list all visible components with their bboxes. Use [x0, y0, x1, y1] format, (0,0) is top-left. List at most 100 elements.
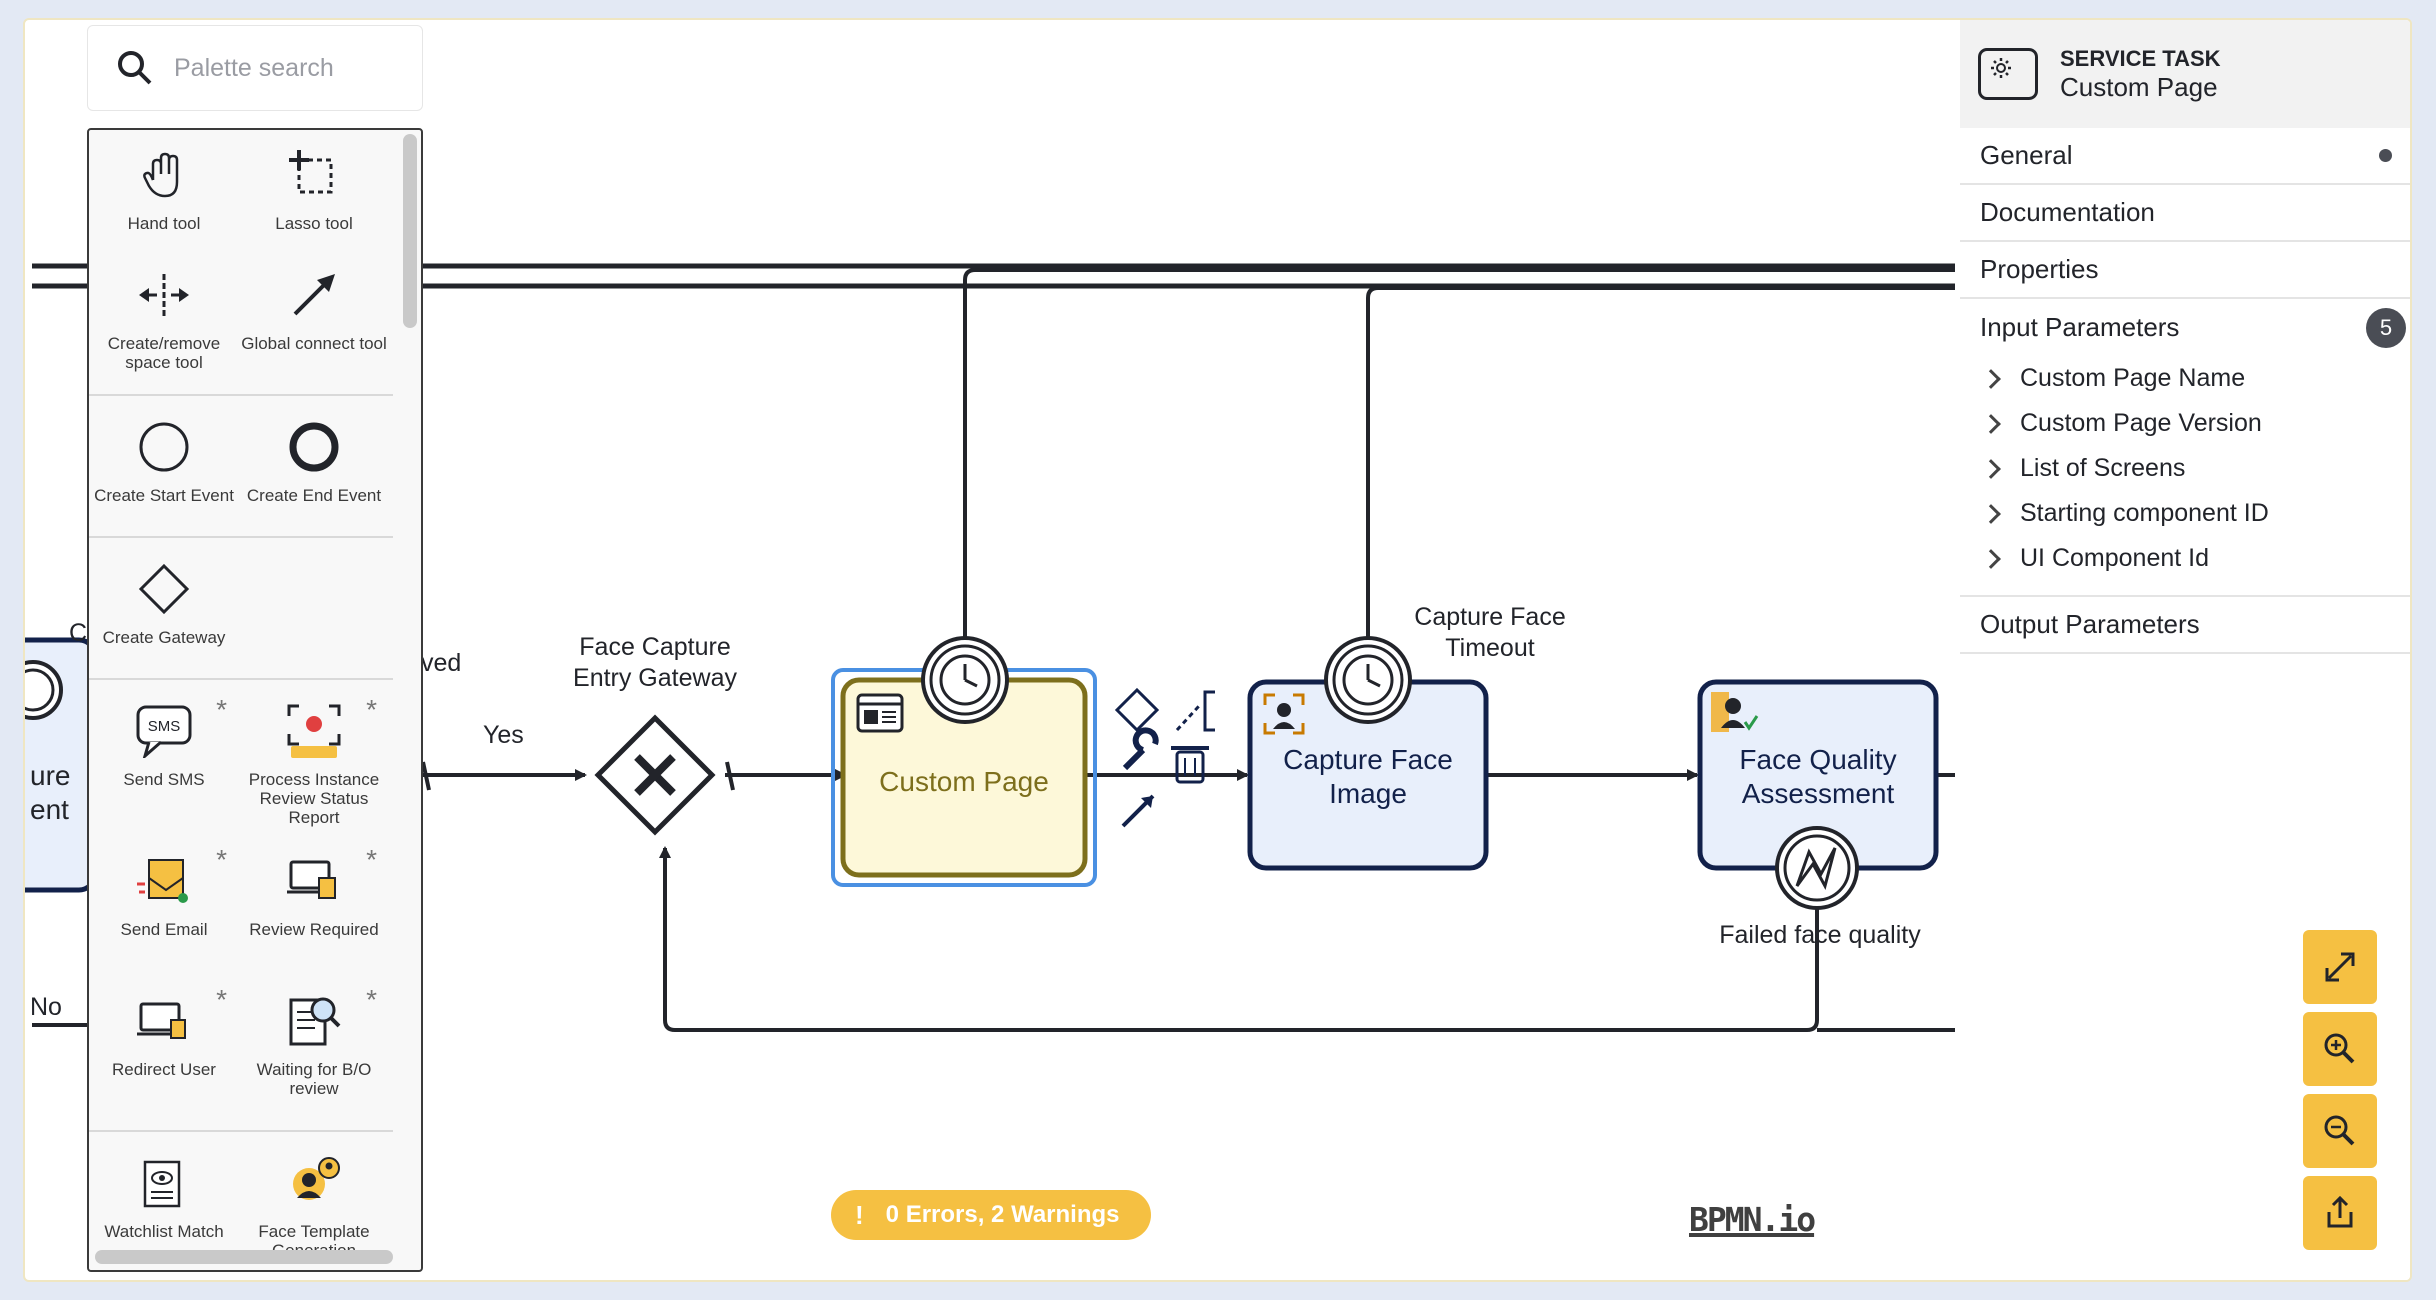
palette-group-events: Create Start Event Create End Event: [89, 396, 393, 538]
palette-scrollbar-horizontal[interactable]: [95, 1250, 393, 1264]
timer-flow: [963, 268, 1955, 670]
email-icon: [133, 850, 195, 912]
input-item-starting-component-id[interactable]: Starting component ID: [1960, 491, 2410, 536]
palette-search-box[interactable]: [87, 25, 423, 111]
connect-arrow-icon: [283, 264, 345, 326]
linting-status-pill[interactable]: ! 0 Errors, 2 Warnings: [831, 1190, 1151, 1240]
review-status-icon: [283, 700, 345, 762]
palette-group-biometrics: Watchlist Match Face Template Generation: [89, 1132, 393, 1270]
error-boundary-event: [1775, 826, 1859, 910]
palette-entry-hand-tool[interactable]: Hand tool: [89, 134, 239, 254]
palette-entry-start-event[interactable]: Create Start Event: [89, 406, 239, 526]
zoom-in-button[interactable]: [2303, 1012, 2377, 1086]
palette-entry-label: Process Instance Review Status Report: [248, 770, 380, 827]
task-capture-face-label-1: Capture Face: [1283, 744, 1453, 775]
palette-entry-space-tool[interactable]: Create/remove space tool: [89, 254, 239, 384]
input-item-custom-page-version[interactable]: Custom Page Version: [1960, 401, 2410, 446]
custom-star-marker: *: [216, 984, 227, 1015]
task-face-quality-label-2: Assessment: [1741, 778, 1895, 809]
palette: Hand tool Lasso tool Create/remove space…: [87, 128, 423, 1272]
zoom-out-button[interactable]: [2303, 1094, 2377, 1168]
export-button[interactable]: [2303, 1176, 2377, 1250]
group-output-parameters[interactable]: Output Parameters: [1960, 597, 2410, 654]
warning-icon: !: [855, 1199, 864, 1230]
watchlist-icon: [133, 1152, 195, 1214]
hand-icon: [133, 144, 195, 206]
element-name: Custom Page: [2060, 72, 2218, 102]
palette-entry-lasso-tool[interactable]: Lasso tool: [239, 134, 389, 254]
partial-label-c: C: [69, 619, 88, 647]
export-icon: [2327, 1195, 2353, 1228]
palette-entry-redirect-user[interactable]: * Redirect User: [89, 980, 239, 1120]
palette-entry-label: Create End Event: [246, 486, 382, 505]
palette-entry-send-email[interactable]: * Send Email: [89, 840, 239, 980]
group-properties[interactable]: Properties: [1960, 242, 2410, 299]
search-icon: [118, 51, 152, 85]
exclusive-gateway: [594, 714, 716, 836]
group-documentation[interactable]: Documentation: [1960, 185, 2410, 242]
chevron-right-icon: [1981, 368, 2001, 389]
custom-star-marker: *: [216, 694, 227, 725]
group-input-parameters-label: Input Parameters: [1980, 312, 2180, 342]
fullscreen-icon: [2325, 952, 2355, 982]
chevron-right-icon: [1981, 458, 2001, 479]
input-item-label: Custom Page Version: [2020, 409, 2262, 437]
redirect-icon: [133, 990, 195, 1052]
group-properties-label: Properties: [1980, 254, 2099, 284]
palette-entry-review-status-report[interactable]: * Process Instance Review Status Report: [239, 690, 389, 840]
group-output-parameters-label: Output Parameters: [1980, 609, 2200, 639]
input-item-label: UI Component Id: [2020, 544, 2209, 572]
palette-group-custom: * SMS Send SMS * Process Instance Review…: [89, 680, 393, 1132]
sms-icon: SMS: [133, 700, 195, 762]
input-item-ui-component-id[interactable]: UI Component Id: [1960, 536, 2410, 581]
group-input-parameters: Input Parameters 5 Custom Page Name Cust…: [1960, 299, 2410, 597]
timeout-label-line2: Timeout: [1445, 634, 1535, 662]
palette-scrollbar-vertical[interactable]: [403, 134, 417, 328]
palette-entry-label: Send Email: [120, 920, 208, 939]
properties-header: SERVICE TASK Custom Page: [1960, 20, 2410, 128]
zoom-out-icon: [2324, 1115, 2355, 1146]
diagram-canvas[interactable]: C ved ure ent No Yes Face Capture Entry …: [25, 20, 1955, 1280]
group-general[interactable]: General: [1960, 128, 2410, 185]
group-input-parameters-header[interactable]: Input Parameters 5: [1960, 299, 2410, 356]
palette-entry-end-event[interactable]: Create End Event: [239, 406, 389, 526]
palette-entry-gateway[interactable]: Create Gateway: [89, 548, 239, 668]
count-badge: 5: [2366, 307, 2406, 348]
palette-entry-label: Create/remove space tool: [107, 334, 221, 372]
start-event-icon: [133, 416, 195, 478]
gateway-label-line1: Face Capture: [579, 633, 731, 661]
properties-panel: SERVICE TASK Custom Page General Documen…: [1960, 20, 2410, 1280]
gateway-label-line2: Entry Gateway: [573, 664, 737, 692]
group-documentation-label: Documentation: [1980, 197, 2155, 227]
palette-entry-label: Send SMS: [123, 770, 205, 789]
palette-entry-label: Create Start Event: [94, 486, 234, 505]
context-pad: [1114, 687, 1215, 828]
timer-boundary-event: [921, 636, 1009, 724]
chevron-right-icon: [1981, 503, 2001, 524]
partial-label-ure: ure: [30, 760, 71, 791]
data-indicator-dot: [2379, 149, 2392, 162]
palette-entry-review-required[interactable]: * Review Required: [239, 840, 389, 980]
palette-group-gateways: Create Gateway: [89, 538, 393, 680]
custom-star-marker: *: [366, 844, 377, 875]
palette-search-input[interactable]: [174, 53, 404, 83]
bpmn-io-logo[interactable]: BPMN.io: [1689, 1200, 1816, 1239]
palette-entry-label: Waiting for B/O review: [256, 1060, 372, 1098]
palette-entry-global-connect[interactable]: Global connect tool: [239, 254, 389, 384]
partial-label-no: No: [30, 993, 62, 1021]
task-custom-page-label: Custom Page: [879, 766, 1049, 797]
input-item-custom-page-name[interactable]: Custom Page Name: [1960, 356, 2410, 401]
waiting-review-icon: [283, 990, 345, 1052]
timer-boundary-event-2: [1324, 636, 1412, 724]
lasso-icon: [283, 144, 345, 206]
zoom-in-icon: [2324, 1033, 2355, 1064]
palette-entry-waiting-review[interactable]: * Waiting for B/O review: [239, 980, 389, 1120]
input-item-list-of-screens[interactable]: List of Screens: [1960, 446, 2410, 491]
partial-label-ent: ent: [30, 794, 69, 825]
fullscreen-button[interactable]: [2303, 930, 2377, 1004]
palette-entry-send-sms[interactable]: * SMS Send SMS: [89, 690, 239, 840]
loopback-flow: [659, 846, 1819, 1032]
chevron-right-icon: [1981, 413, 2001, 434]
input-item-label: Starting component ID: [2020, 499, 2269, 527]
palette-entry-watchlist-match[interactable]: Watchlist Match: [89, 1142, 239, 1270]
